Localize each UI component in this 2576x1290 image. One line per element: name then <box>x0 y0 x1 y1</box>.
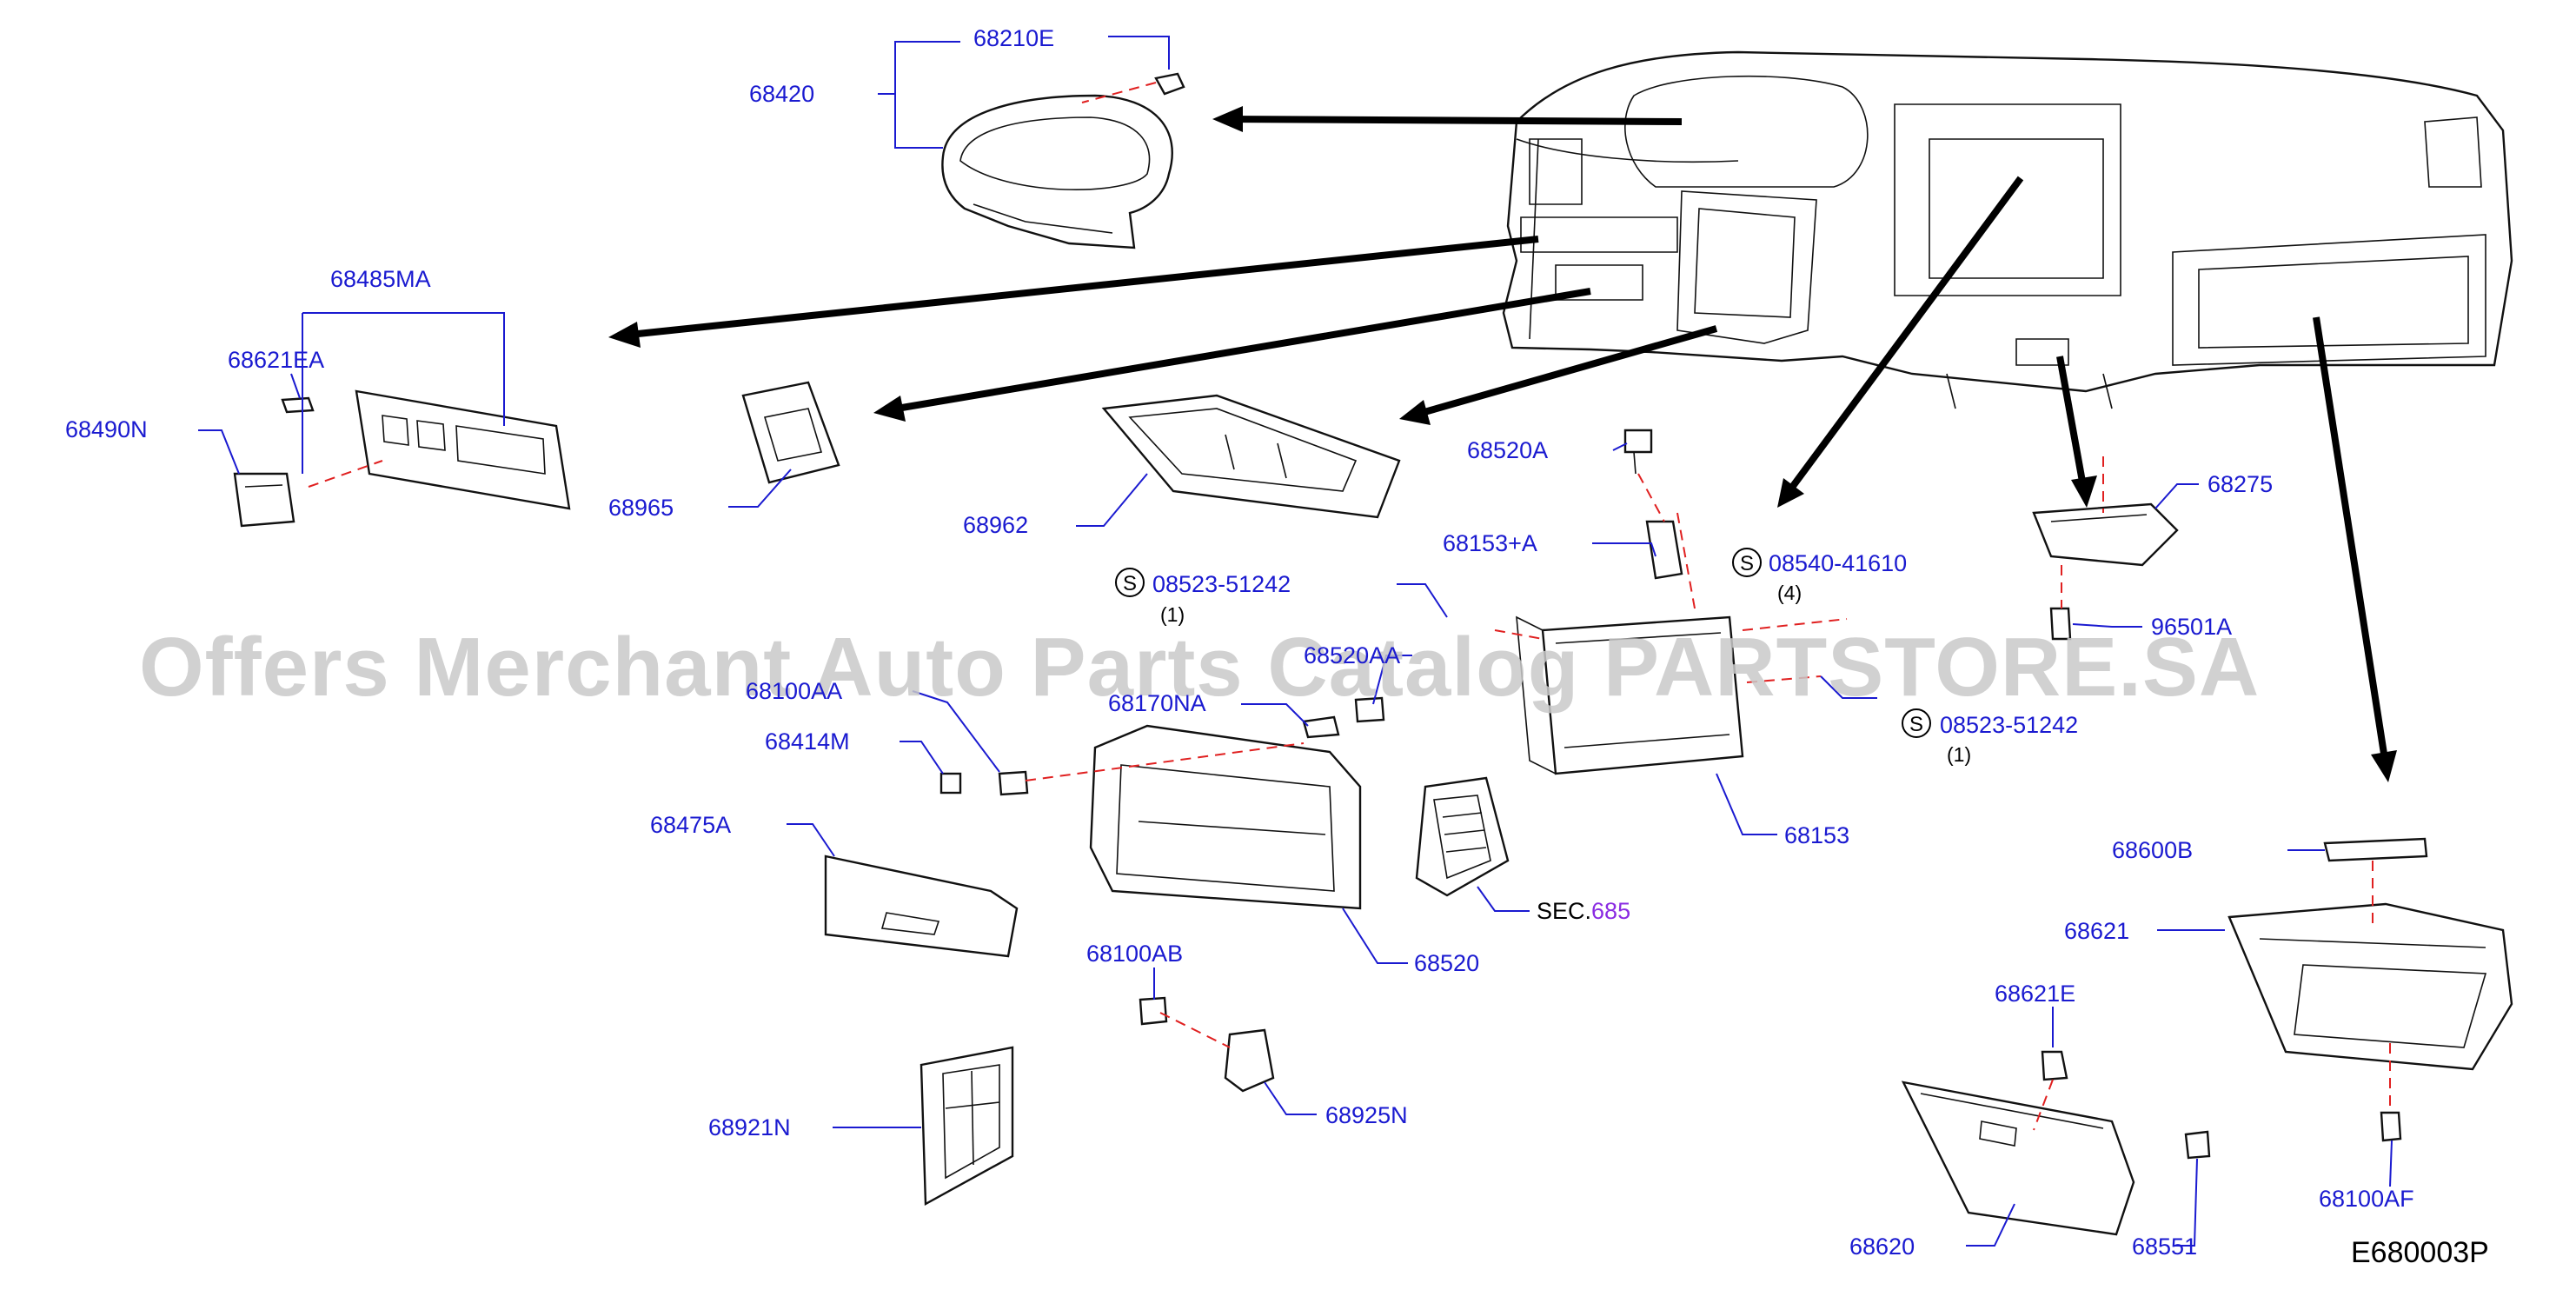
arrow-to-finisher-left <box>621 236 1539 339</box>
label-68414M[interactable]: 68414M <box>765 728 850 755</box>
label-68275[interactable]: 68275 <box>2208 471 2273 497</box>
duct-68962-drawing <box>1101 394 1401 519</box>
clip-68170NA <box>1302 715 1340 739</box>
vent-sec685-drawing <box>1415 776 1510 897</box>
sec-prefix: SEC. <box>1537 898 1591 924</box>
clip-68210E <box>1154 72 1185 96</box>
glovebox-drawing <box>1901 837 2513 1236</box>
screw-68520AA <box>1354 696 1385 723</box>
label-68475A[interactable]: 68475A <box>650 812 731 838</box>
bracket-68153-drawing <box>1516 429 1744 775</box>
label-68420[interactable]: 68420 <box>749 81 814 107</box>
bracket-68921N-drawing <box>920 1046 1014 1206</box>
diagram-id: E680003P <box>2351 1236 2489 1269</box>
screw-symbol-08523b: S <box>1902 708 1931 738</box>
label-68925N[interactable]: 68925N <box>1325 1102 1408 1128</box>
label-68621[interactable]: 68621 <box>2064 918 2129 944</box>
finisher-68485MA-drawing <box>233 389 571 528</box>
label-68100AA[interactable]: 68100AA <box>746 678 842 704</box>
glovebox-lid-68620 <box>1901 1081 2135 1236</box>
screw-symbol-letter: S <box>1123 572 1137 595</box>
label-08523-51242-a[interactable]: 08523-51242 <box>1152 571 1291 597</box>
label-96501A[interactable]: 96501A <box>2151 614 2232 640</box>
reference-arrows <box>608 106 2397 782</box>
assembly-dashes <box>308 82 2391 1131</box>
switch-68490N <box>233 472 295 528</box>
label-68621EA[interactable]: 68621EA <box>228 347 324 373</box>
arrowhead-glovebox <box>2371 750 2397 782</box>
pocket-68475A-drawing <box>824 772 1019 958</box>
screw-symbol-08523a: S <box>1115 568 1145 597</box>
label-68153[interactable]: 68153 <box>1784 822 1849 848</box>
pad-68414M <box>939 772 962 795</box>
bracket-68275-drawing <box>2032 502 2179 641</box>
label-68100AB[interactable]: 68100AB <box>1086 941 1183 967</box>
label-68485MA[interactable]: 68485MA <box>330 266 431 292</box>
screw-symbol-08540: S <box>1732 548 1762 577</box>
bracket-68153A <box>1645 520 1683 580</box>
label-68100AF[interactable]: 68100AF <box>2319 1186 2414 1212</box>
label-68520AA[interactable]: 68520AA <box>1304 642 1400 668</box>
panel-68520-drawing <box>998 696 1385 910</box>
label-68620[interactable]: 68620 <box>1849 1233 1915 1260</box>
stay-68925N-drawing <box>1139 996 1275 1093</box>
label-68551[interactable]: 68551 <box>2132 1233 2197 1260</box>
arrow-to-glovebox <box>2313 316 2389 766</box>
sec-number: 685 <box>1591 898 1630 924</box>
label-68170NA[interactable]: 68170NA <box>1108 690 1206 716</box>
label-68210E[interactable]: 68210E <box>973 25 1054 51</box>
arrow-to-cluster <box>1225 116 1683 125</box>
glovebox-housing-68621 <box>2227 902 2513 1071</box>
striker-68551 <box>2184 1130 2211 1160</box>
label-68520A[interactable]: 68520A <box>1467 437 1548 463</box>
label-68921N[interactable]: 68921N <box>708 1114 791 1140</box>
screw-symbol-letter: S <box>1740 552 1754 575</box>
instrument-panel-drawing <box>1502 50 2513 409</box>
screw-96501A <box>2049 607 2072 641</box>
label-08540-41610[interactable]: 08540-41610 <box>1769 550 1907 576</box>
screw-68100AF <box>2380 1111 2402 1142</box>
arrowhead-68962 <box>1399 400 1431 425</box>
label-68490N[interactable]: 68490N <box>65 416 148 442</box>
arrow-to-bracket <box>1783 176 2024 498</box>
arrowhead-finisher-left <box>608 322 641 348</box>
bezel-68965-drawing <box>741 381 840 484</box>
arrowhead-68275 <box>2071 475 2097 508</box>
leader-lines <box>198 36 2393 1247</box>
arrow-to-68275 <box>2056 356 2088 492</box>
arrow-to-68965 <box>886 288 1591 414</box>
screw-68100AB <box>1139 996 1168 1026</box>
watermark: Offers Merchant Auto Parts Catalog PARTS… <box>139 621 2260 714</box>
clip-68621E <box>2041 1050 2068 1081</box>
cluster-lid-drawing <box>941 72 1185 249</box>
label-08523-51242-b[interactable]: 08523-51242 <box>1940 712 2078 738</box>
label-68153A[interactable]: 68153+A <box>1443 530 1537 556</box>
qty-08523-51242-b: (1) <box>1947 743 1971 766</box>
qty-08523-51242-a: (1) <box>1160 603 1185 626</box>
arrowhead-bracket <box>1777 478 1804 508</box>
bolt-68520A <box>1623 429 1653 454</box>
screw-symbol-letter: S <box>1909 713 1923 736</box>
arrowhead-cluster <box>1212 106 1243 132</box>
bracket-68600B <box>2323 837 2428 862</box>
label-68965[interactable]: 68965 <box>608 495 674 521</box>
part-labels: 68210E 68420 68485MA 68621EA 68490N 6896… <box>65 25 2414 1260</box>
screw-68100AA <box>998 770 1029 796</box>
label-sec-685[interactable]: SEC.685 <box>1537 898 1630 924</box>
arrowhead-68965 <box>873 396 906 422</box>
label-68621E[interactable]: 68621E <box>1995 981 2075 1007</box>
qty-08540-41610: (4) <box>1777 582 1802 604</box>
label-68962[interactable]: 68962 <box>963 512 1028 538</box>
clip-68621EA <box>281 396 315 414</box>
label-68600B[interactable]: 68600B <box>2112 837 2193 863</box>
arrow-to-68962 <box>1411 325 1718 419</box>
label-68520[interactable]: 68520 <box>1414 950 1479 976</box>
